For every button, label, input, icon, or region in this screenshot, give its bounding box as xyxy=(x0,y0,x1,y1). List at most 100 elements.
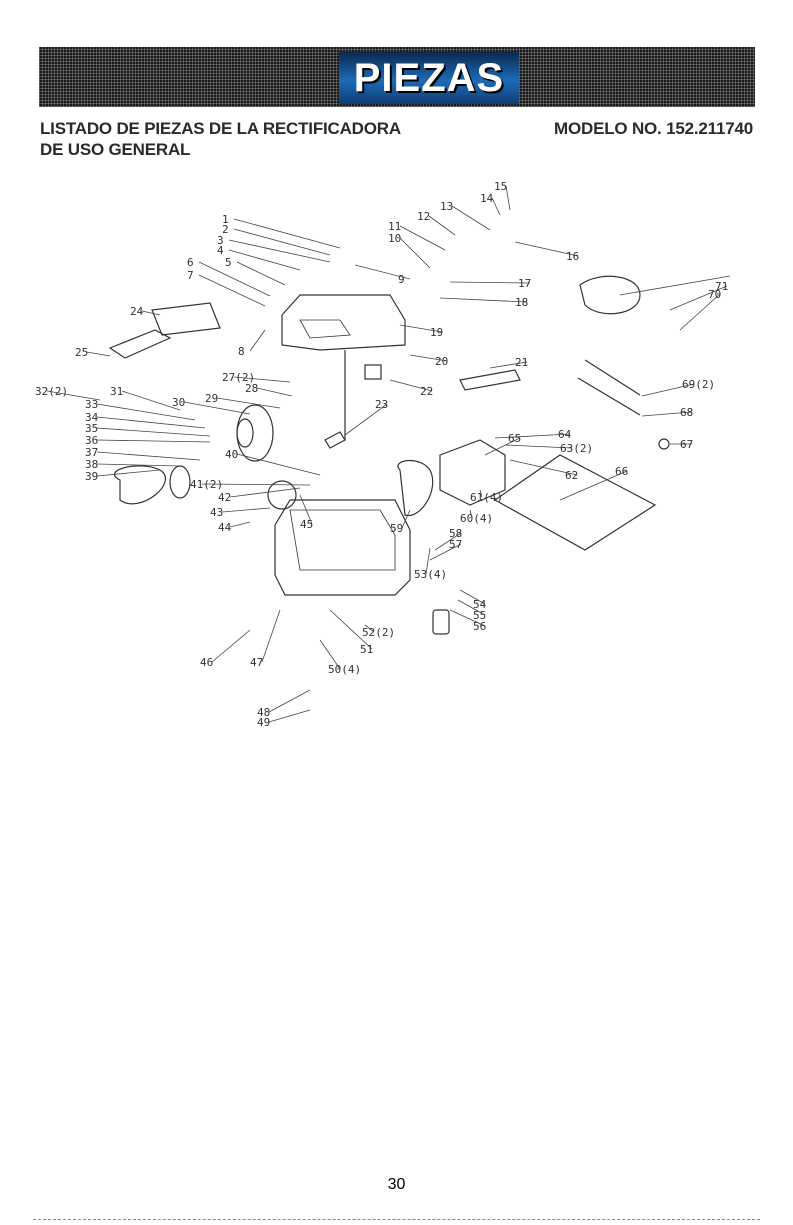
bottom-plate xyxy=(493,454,657,551)
part-label: 71 xyxy=(715,280,728,293)
part-label: 24 xyxy=(130,305,144,318)
leader-line xyxy=(96,439,211,443)
part-label: 21 xyxy=(515,356,528,369)
label-plate-25 xyxy=(108,329,172,359)
part-label: 58 xyxy=(449,527,462,540)
leader-line xyxy=(619,275,731,296)
part-label: 19 xyxy=(430,326,443,339)
leader-line xyxy=(401,509,411,529)
upper-housing xyxy=(281,294,406,351)
part-label: 70 xyxy=(708,288,721,301)
part-label: 17 xyxy=(518,277,531,290)
leader-line xyxy=(141,310,161,316)
part-label: 44 xyxy=(218,521,232,534)
bottom-rule xyxy=(33,1219,760,1220)
part-label: 23 xyxy=(375,398,388,411)
part-label: 41(2) xyxy=(190,478,223,491)
part-label: 39 xyxy=(85,470,98,483)
leader-line xyxy=(428,215,456,236)
leader-line xyxy=(479,489,483,498)
leader-line xyxy=(256,387,293,397)
part-label: 12 xyxy=(417,210,430,223)
leader-line xyxy=(198,274,266,307)
part-label: 8 xyxy=(238,345,245,358)
drive-belt-left xyxy=(113,465,167,505)
part-label: 7 xyxy=(187,269,194,282)
part-label: 25 xyxy=(75,346,88,359)
part-label: 68 xyxy=(680,406,693,419)
part-label: 5 xyxy=(225,256,232,269)
base-interior xyxy=(289,509,396,571)
leader-line xyxy=(228,249,301,271)
part-label: 28 xyxy=(245,382,258,395)
parts-list-heading-line2: DE USO GENERAL xyxy=(40,140,191,159)
label-plate-24 xyxy=(151,302,221,336)
leader-line xyxy=(494,433,571,439)
leader-line xyxy=(409,354,448,362)
part-label: 30 xyxy=(172,396,185,409)
drive-belt-right xyxy=(397,460,434,517)
part-label: 27(2) xyxy=(222,371,255,384)
leader-line xyxy=(96,463,181,467)
part-label: 10 xyxy=(388,232,401,245)
leader-line xyxy=(504,444,573,449)
part-label: 32(2) xyxy=(35,385,68,398)
leader-line xyxy=(233,376,291,383)
leader-line xyxy=(211,629,251,663)
part-label: 33 xyxy=(85,398,98,411)
leader-line xyxy=(228,239,331,263)
power-cord xyxy=(579,275,641,315)
leader-line xyxy=(46,390,101,401)
leader-line xyxy=(268,709,311,723)
part-label: 52(2) xyxy=(362,626,395,639)
leader-line xyxy=(425,547,431,575)
part-label: 35 xyxy=(85,422,98,435)
leader-line xyxy=(233,218,341,249)
grinding-wheel xyxy=(236,404,274,462)
leader-line xyxy=(319,639,341,670)
part-label: 46 xyxy=(200,656,213,669)
leader-line xyxy=(96,469,161,477)
part-label: 29 xyxy=(205,392,218,405)
part-label: 60(4) xyxy=(460,512,493,525)
page-number: 30 xyxy=(387,1176,406,1193)
leader-line xyxy=(451,205,491,231)
leader-line xyxy=(399,324,443,333)
leader-line xyxy=(449,609,486,627)
leader-line xyxy=(221,507,271,513)
leader-line xyxy=(229,521,251,528)
part-label: 3 xyxy=(217,234,224,247)
leader-line xyxy=(201,483,311,486)
leader-line xyxy=(96,416,206,429)
leader-line xyxy=(86,351,111,357)
motor xyxy=(439,439,506,506)
part-label: 36 xyxy=(85,434,98,447)
part-label: 64 xyxy=(558,428,572,441)
leader-line xyxy=(514,241,579,257)
leader-line xyxy=(96,427,211,437)
leader-line xyxy=(399,237,431,269)
part-label: 53(4) xyxy=(414,568,447,581)
pulley-small xyxy=(169,465,191,499)
part-label: 54 xyxy=(473,598,487,611)
part-label: 49 xyxy=(257,716,270,729)
part-label: 59 xyxy=(390,522,403,535)
part-label: 43 xyxy=(210,506,223,519)
leader-line xyxy=(121,390,181,411)
base-housing xyxy=(274,499,411,596)
leader-line xyxy=(354,264,411,280)
capacitor xyxy=(432,609,450,635)
part-label: 42 xyxy=(218,491,231,504)
part-label: 4 xyxy=(217,244,224,257)
banner-title-box xyxy=(339,52,519,104)
wheel-hub xyxy=(236,418,254,448)
leader-line xyxy=(469,509,473,519)
leader-line xyxy=(233,228,331,256)
part-label: 18 xyxy=(515,296,528,309)
part-label: 47 xyxy=(250,656,263,669)
leader-line xyxy=(434,532,462,551)
leader-line xyxy=(389,379,433,392)
section-banner: PIEZAS xyxy=(39,47,755,107)
part-label: 57 xyxy=(449,538,462,551)
